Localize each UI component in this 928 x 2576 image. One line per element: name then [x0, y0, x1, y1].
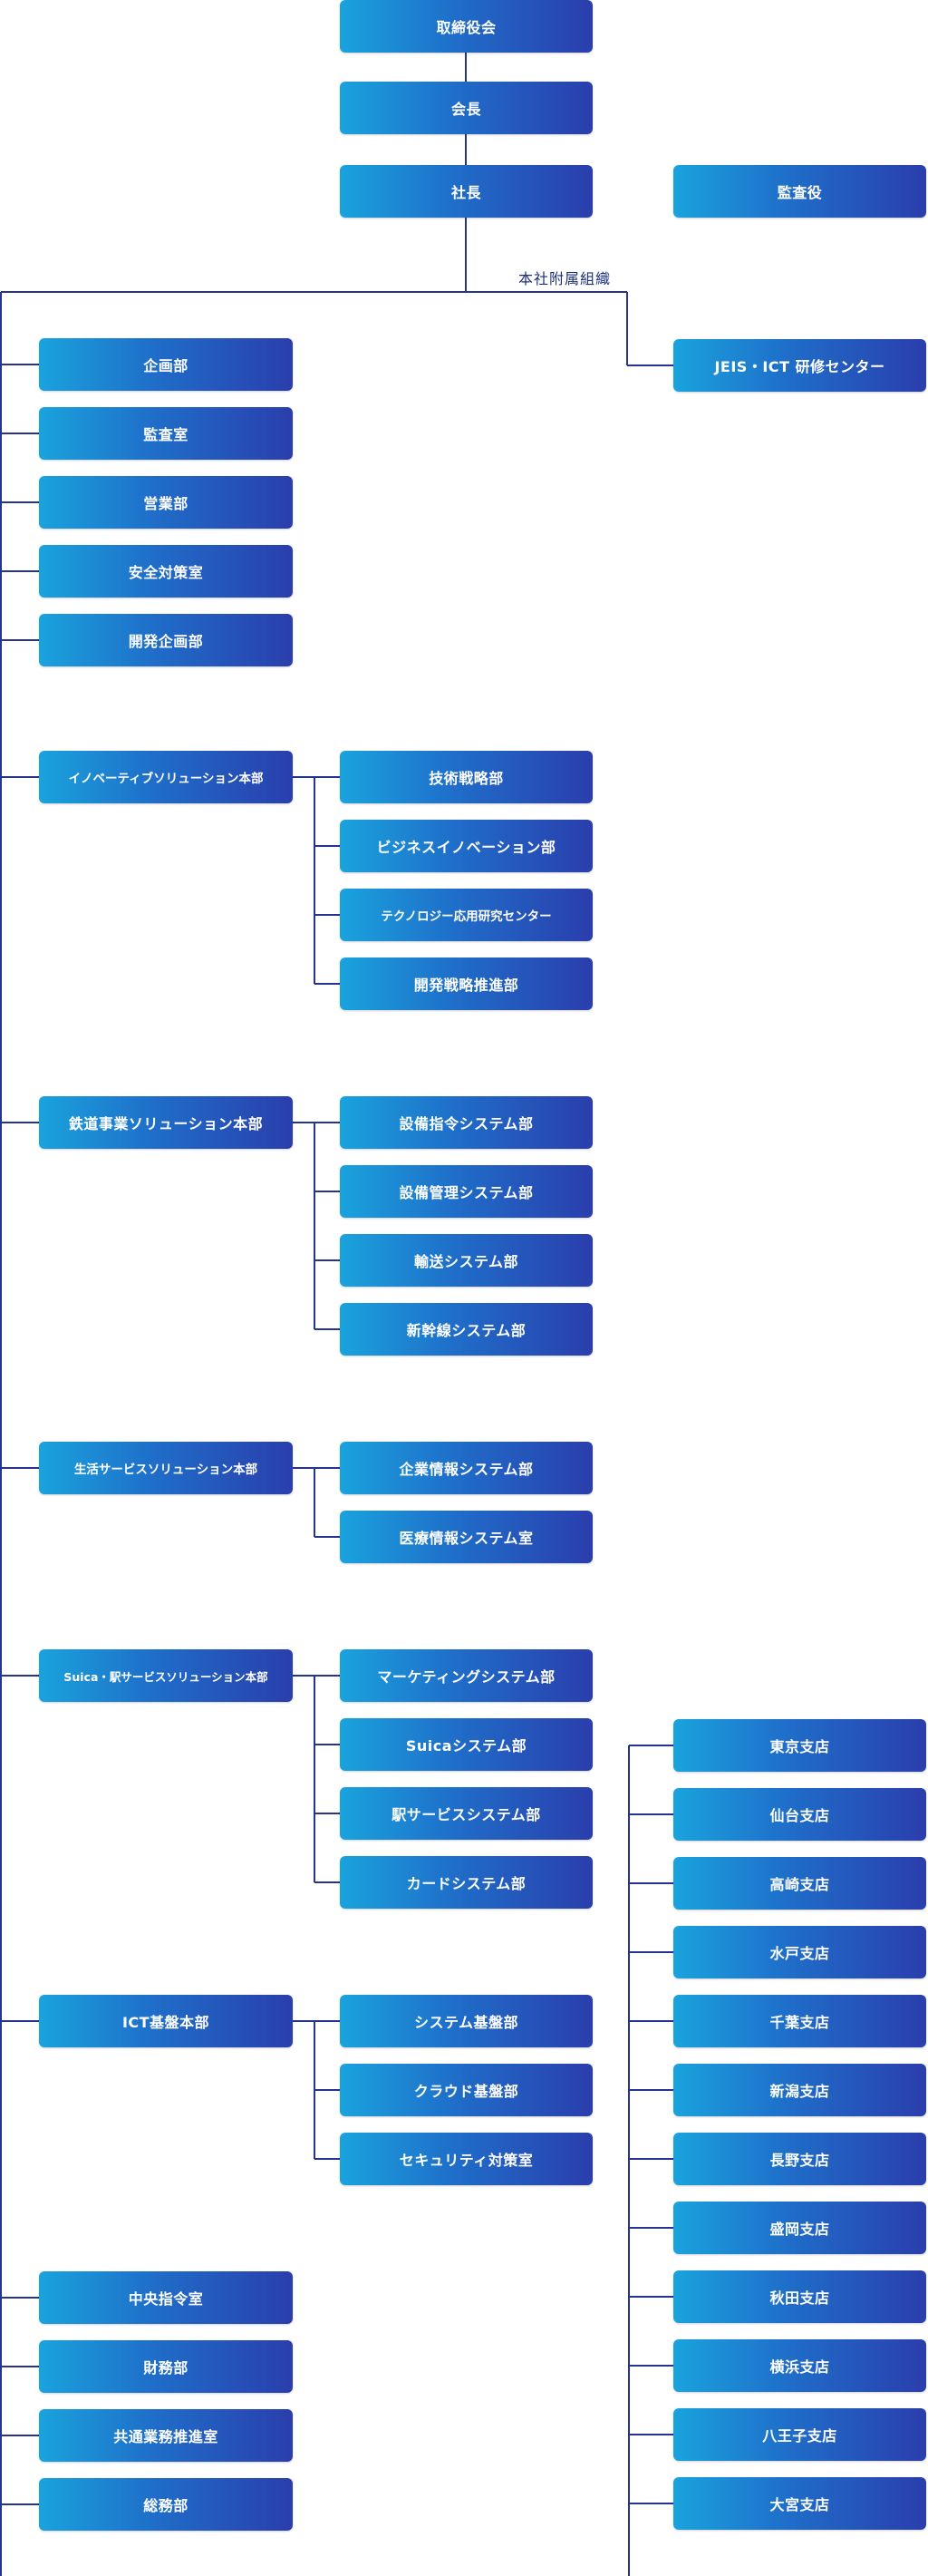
branch-niigata: 新潟支店 [673, 2064, 926, 2116]
branch-tokyo: 東京支店 [673, 1719, 926, 1772]
sub-dept: クラウド基盤部 [340, 2064, 593, 2116]
sub-dept: 設備指令システム部 [340, 1096, 593, 1149]
sub-dept: 開発戦略推進部 [340, 957, 593, 1010]
sub-dept: 設備管理システム部 [340, 1165, 593, 1218]
branch-akita: 秋田支店 [673, 2270, 926, 2323]
branch-sendai: 仙台支店 [673, 1788, 926, 1841]
branch-nagano: 長野支店 [673, 2133, 926, 2185]
sub-dept: マーケティングシステム部 [340, 1649, 593, 1702]
chairman: 会長 [340, 82, 593, 134]
branch-mito: 水戸支店 [673, 1926, 926, 1978]
sub-dept: セキュリティ対策室 [340, 2133, 593, 2185]
division-life-services: 生活サービスソリューション本部 [39, 1442, 293, 1494]
branch-morioka: 盛岡支店 [673, 2202, 926, 2254]
sub-dept: 新幹線システム部 [340, 1303, 593, 1356]
sub-dept: システム基盤部 [340, 1995, 593, 2047]
sub-dept: カードシステム部 [340, 1856, 593, 1909]
sub-dept: 駅サービスシステム部 [340, 1787, 593, 1840]
branch-hachioji: 八王子支店 [673, 2408, 926, 2461]
branch-chiba: 千葉支店 [673, 1995, 926, 2047]
dept-sales: 営業部 [39, 476, 293, 529]
hq-attached-label: 本社附属組織 [518, 270, 612, 287]
board-of-directors: 取締役会 [340, 0, 593, 53]
training-center: JEIS・ICT 研修センター [673, 339, 926, 392]
division-ict-infra: ICT基盤本部 [39, 1995, 293, 2047]
dept-dev-planning: 開発企画部 [39, 614, 293, 666]
dept-common-ops: 共通業務推進室 [39, 2409, 293, 2462]
sub-dept: ビジネスイノベーション部 [340, 820, 593, 872]
sub-dept: 輸送システム部 [340, 1234, 593, 1287]
branch-takasaki: 高崎支店 [673, 1857, 926, 1910]
sub-dept: 医療情報システム室 [340, 1511, 593, 1563]
auditor: 監査役 [673, 165, 926, 218]
sub-dept: 企業情報システム部 [340, 1442, 593, 1494]
dept-audit: 監査室 [39, 407, 293, 460]
dept-general-affairs: 総務部 [39, 2478, 293, 2531]
dept-central-command: 中央指令室 [39, 2271, 293, 2324]
dept-planning: 企画部 [39, 338, 293, 391]
division-suica: Suica・駅サービスソリューション本部 [39, 1649, 293, 1702]
branch-yokohama: 横浜支店 [673, 2339, 926, 2392]
dept-finance: 財務部 [39, 2340, 293, 2393]
dept-safety: 安全対策室 [39, 545, 293, 598]
sub-dept: テクノロジー応用研究センター [340, 889, 593, 941]
division-railway: 鉄道事業ソリューション本部 [39, 1096, 293, 1149]
sub-dept: Suicaシステム部 [340, 1718, 593, 1771]
division-innovative: イノベーティブソリューション本部 [39, 751, 293, 803]
branch-omiya: 大宮支店 [673, 2477, 926, 2530]
sub-dept: 技術戦略部 [340, 751, 593, 803]
president: 社長 [340, 165, 593, 218]
